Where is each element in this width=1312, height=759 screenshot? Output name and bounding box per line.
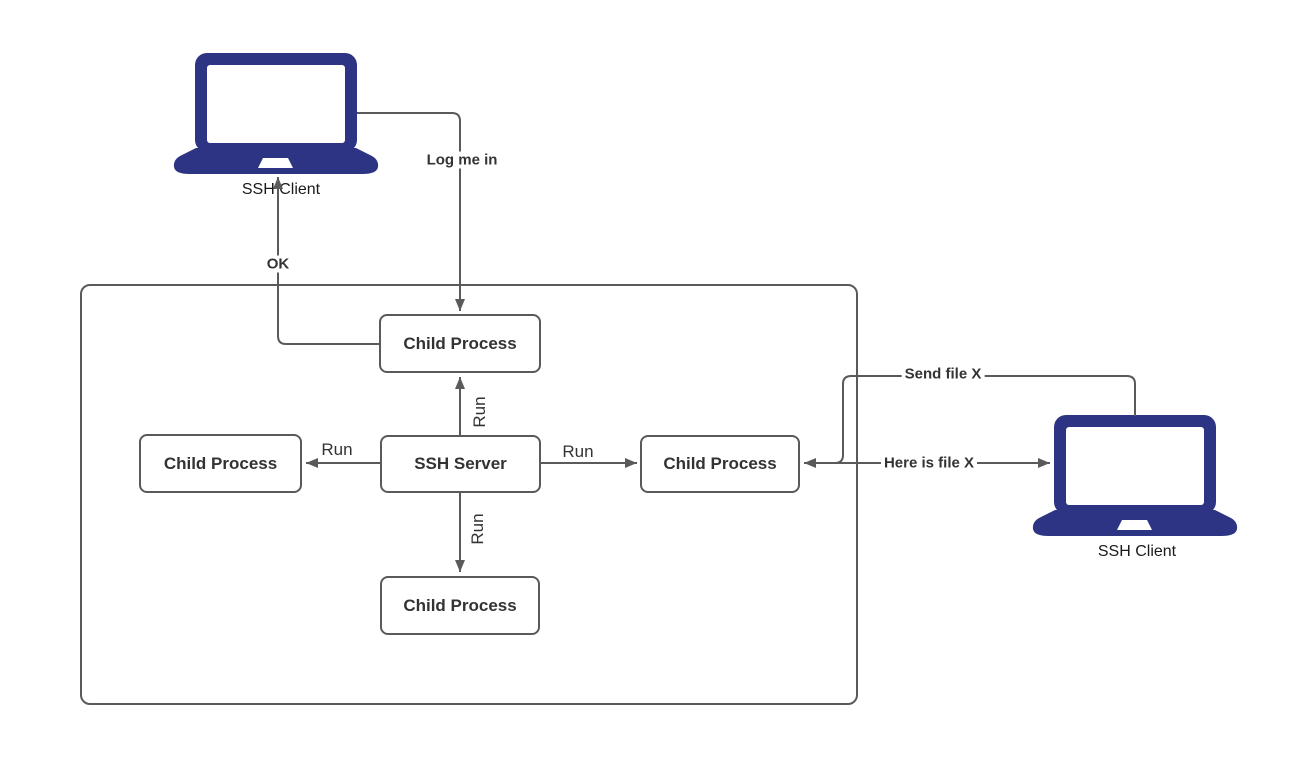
node-ssh-server: SSH Server — [380, 435, 541, 493]
node-child-process-right: Child Process — [640, 435, 800, 493]
edge-label-log-me-in: Log me in — [423, 151, 501, 169]
laptop-icon-ssh-client-top — [173, 53, 379, 174]
edge-label-run-right: Run — [560, 442, 596, 462]
edge-label-send-file-x: Send file X — [901, 365, 985, 383]
node-label: Child Process — [403, 595, 517, 615]
node-child-process-bottom: Child Process — [380, 576, 540, 635]
server-boundary-box — [80, 284, 858, 705]
node-child-process-top: Child Process — [379, 314, 541, 373]
edge-ok-child-to-client — [273, 177, 380, 345]
edge-log-me-in-client-to-child — [357, 112, 465, 311]
node-label: SSH Server — [414, 454, 507, 473]
laptop-icon-ssh-client-right — [1032, 415, 1238, 536]
node-label: Child Process — [163, 453, 278, 473]
edge-send-file-client-to-child — [804, 375, 1136, 468]
ssh-client-right-label: SSH Client — [1097, 543, 1177, 560]
ssh-client-top-label: SSH Client — [241, 181, 321, 198]
edge-label-ok: OK — [263, 255, 293, 273]
edge-label-run-up: Run — [470, 396, 489, 428]
node-child-process-left: Child Process — [139, 434, 302, 493]
node-label: Child Process — [403, 333, 517, 353]
edge-label-run-down: Run — [468, 513, 487, 545]
edge-label-here-is-file-x: Here is file X — [880, 454, 978, 472]
edge-label-run-left: Run — [319, 440, 355, 460]
node-label: Child Process — [663, 454, 777, 473]
